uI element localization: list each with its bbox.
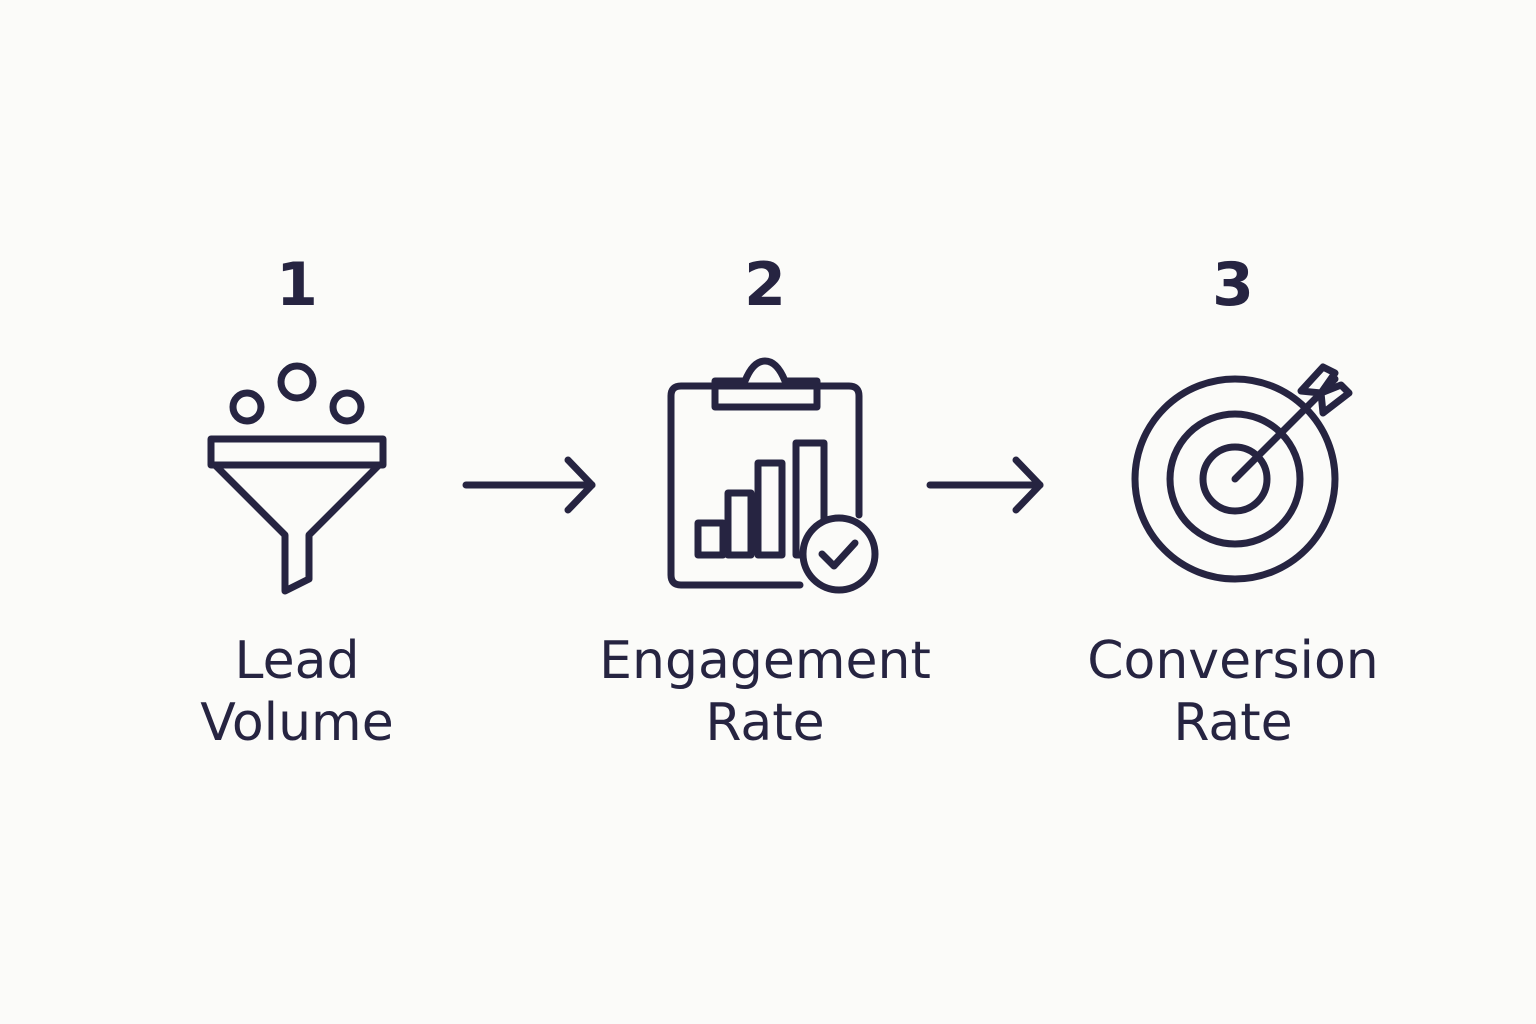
step-label-line1: Conversion xyxy=(1087,631,1379,691)
step-label-line1: Lead xyxy=(234,631,360,691)
step-number: 1 xyxy=(276,250,318,320)
step-label-line2: Volume xyxy=(200,693,394,753)
right-arrow-icon xyxy=(926,454,1052,518)
step-label: Lead Volume xyxy=(87,630,507,754)
step-label-line2: Rate xyxy=(1173,693,1293,753)
step-label: Engagement Rate xyxy=(555,630,975,754)
step-conversion-rate: 3 Conversion Rate xyxy=(1023,245,1443,753)
step-label-line2: Rate xyxy=(705,693,825,753)
step-label-line1: Engagement xyxy=(599,631,931,691)
step-number: 2 xyxy=(744,250,786,320)
clipboard-chart-check-icon xyxy=(555,345,975,625)
funnel-icon xyxy=(87,345,507,625)
step-label: Conversion Rate xyxy=(1023,630,1443,754)
step-number: 3 xyxy=(1212,250,1254,320)
right-arrow-icon xyxy=(462,454,602,518)
target-arrow-icon xyxy=(1023,345,1443,625)
step-lead-volume: 1 Lead Volume xyxy=(87,245,507,753)
step-engagement-rate: 2 Engagement xyxy=(555,245,975,753)
